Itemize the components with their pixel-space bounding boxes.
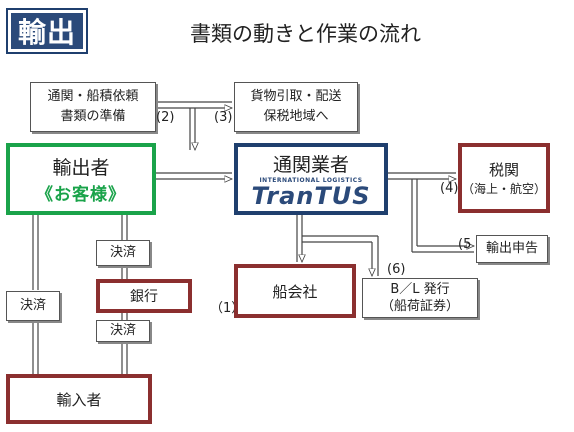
broker-logo-subtitle: INTERNATIONAL LOGISTICS — [259, 177, 363, 184]
page-title: 書類の動きと作業の流れ — [190, 22, 421, 46]
settlement-left-label: 決済 — [19, 298, 46, 313]
settlement-bottom-box: 決済 — [96, 320, 150, 342]
settlement-bottom-label: 決済 — [109, 323, 136, 338]
bank-box: 銀行 — [96, 279, 192, 313]
importer-label: 輸入者 — [56, 390, 102, 409]
customs-office-box: 税関 （海上・航空） — [458, 143, 550, 213]
cargo-pickup-line2: 保税地域へ — [263, 109, 329, 124]
customs-prep-line1: 通関・船積依頼 — [47, 89, 139, 104]
export-declaration-box: 輸出申告 — [476, 235, 548, 263]
bill-of-lading-line2: （船荷証券） — [380, 299, 459, 314]
cargo-pickup-line1: 貨物引取・配送 — [250, 89, 342, 104]
cargo-pickup-box: 貨物引取・配送 保税地域へ — [234, 82, 358, 132]
bank-label: 銀行 — [130, 289, 158, 305]
step-5-label: (5 — [458, 237, 472, 252]
export-badge-label: 輸出 — [11, 13, 83, 49]
importer-box: 輸入者 — [6, 374, 152, 424]
customs-office-sub: （海上・航空） — [462, 182, 547, 196]
step-4-label: (4) — [440, 181, 459, 196]
bill-of-lading-line1: B／L 発行 — [390, 282, 450, 297]
settlement-top-label: 決済 — [109, 245, 136, 260]
customs-prep-box: 通関・船積依頼 書類の準備 — [30, 82, 156, 132]
export-declaration-label: 輸出申告 — [485, 241, 538, 256]
settlement-left-box: 決済 — [6, 291, 60, 321]
exporter-label: 輸出者 — [52, 157, 110, 179]
customs-broker-box: 通関業者 INTERNATIONAL LOGISTICS TranTUS — [234, 143, 388, 215]
settlement-top-box: 決済 — [96, 240, 150, 266]
customs-office-label: 税関 — [488, 161, 519, 179]
bill-of-lading-box: B／L 発行 （船荷証券） — [362, 278, 478, 318]
customer-label: 《お客様》 — [36, 185, 126, 205]
step-3-label: (3) — [214, 110, 233, 125]
broker-logo: TranTUS — [251, 182, 371, 210]
shipping-line-box: 船会社 — [234, 264, 356, 318]
export-badge: 輸出 — [6, 8, 88, 54]
customs-prep-line2: 書類の準備 — [60, 109, 126, 124]
exporter-box: 輸出者 《お客様》 — [6, 143, 156, 215]
shipping-line-label: 船会社 — [272, 282, 318, 301]
step-6-label: (6) — [387, 262, 406, 277]
step-2-label: (2) — [156, 110, 175, 125]
broker-label: 通関業者 — [272, 154, 349, 176]
